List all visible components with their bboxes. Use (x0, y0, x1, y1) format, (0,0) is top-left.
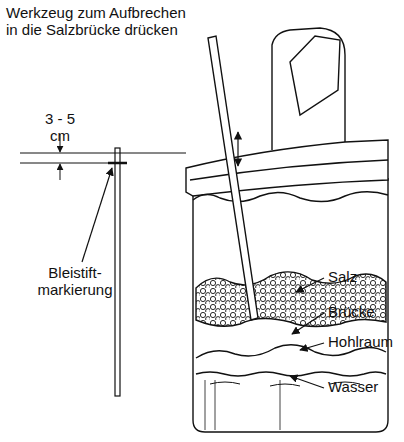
breaking-tool (208, 36, 258, 320)
part-label: Brücke (328, 303, 400, 320)
dimension-lines (20, 134, 186, 180)
part-label: Hohlraum (328, 333, 402, 350)
tank (186, 28, 388, 432)
instruction-note: Werkzeug zum Aufbrechen in die Salzbrück… (6, 4, 188, 38)
part-label: Salz (328, 268, 400, 285)
part-label: Bleistift- markierung (20, 264, 130, 298)
leader-lines (82, 168, 324, 388)
dimension-label: 3 - 5 cm (36, 110, 84, 144)
measuring-rod (108, 148, 127, 396)
part-label: Wasser (328, 378, 400, 395)
